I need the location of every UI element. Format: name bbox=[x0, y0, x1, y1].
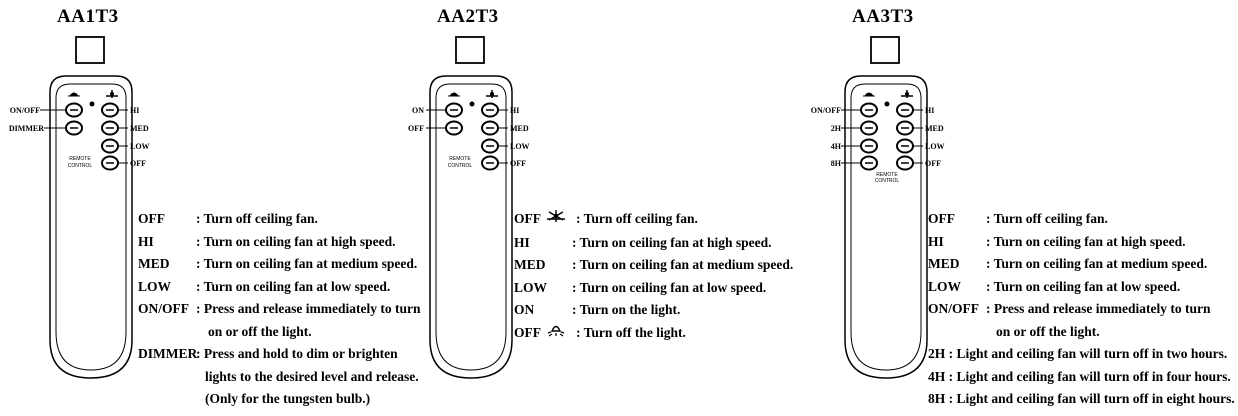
remote-diagram: REMOTE CONTROL ON/OFF DIMMER HI MED LOW … bbox=[9, 36, 150, 379]
list-item: OFF : Turn off the light. bbox=[514, 322, 793, 346]
indicator-dot bbox=[884, 101, 890, 107]
list-item: HI: Turn on ceiling fan at high speed. bbox=[138, 233, 396, 249]
list-item: MED: Turn on ceiling fan at medium speed… bbox=[928, 256, 1208, 271]
button-off[interactable] bbox=[896, 155, 923, 171]
remote-body bbox=[844, 75, 928, 379]
light-icon bbox=[68, 92, 80, 97]
fan-icon bbox=[106, 90, 118, 98]
list-item: 4H : Light and ceiling fan will turn off… bbox=[928, 368, 1231, 384]
list-item: ON/OFF: Press and release immediately to… bbox=[138, 301, 421, 316]
list-item: on or off the light. bbox=[996, 323, 1100, 339]
list-item: ON/OFF: Press and release immediately to… bbox=[928, 301, 1211, 316]
label-off: OFF bbox=[925, 159, 941, 168]
list-item: ON: Turn on the light. bbox=[514, 302, 681, 317]
remote-diagram: REMOTE CONTROL ON/OFF 2H 4H 8H HI MED LO… bbox=[811, 36, 945, 379]
button-on[interactable] bbox=[426, 102, 463, 118]
button-low[interactable] bbox=[481, 138, 508, 154]
label-hi: HI bbox=[510, 106, 519, 115]
list-item: LOW: Turn on ceiling fan at low speed. bbox=[928, 278, 1181, 294]
indicator-dot bbox=[469, 101, 475, 107]
label-off: OFF bbox=[130, 159, 146, 168]
list-item: OFF: Turn off ceiling fan. bbox=[928, 211, 1108, 226]
label-dimmer: DIMMER bbox=[9, 124, 44, 133]
button-on-off[interactable] bbox=[40, 102, 83, 118]
label-on: ON bbox=[412, 106, 424, 115]
label-8h: 8H bbox=[831, 159, 842, 168]
button-dimmer[interactable] bbox=[44, 120, 83, 136]
remote-body bbox=[49, 75, 133, 379]
light-bulb-icon bbox=[544, 322, 574, 346]
button-off[interactable] bbox=[101, 155, 128, 171]
panel-aa3t3: AA3T3 REMOTE CONTROL ON/OFF 2H 4H 8H HI … bbox=[795, 0, 1238, 416]
list-item: HI: Turn on ceiling fan at high speed. bbox=[514, 234, 772, 250]
label-med: MED bbox=[510, 124, 529, 133]
instructions: OFF: Turn off ceiling fan. HI: Turn on c… bbox=[928, 208, 1235, 411]
receiver-box bbox=[75, 36, 105, 64]
list-item: LOW: Turn on ceiling fan at low speed. bbox=[514, 279, 767, 295]
list-item: on or off the light. bbox=[208, 323, 312, 339]
list-item: (Only for the tungsten bulb.) bbox=[205, 391, 371, 406]
button-low[interactable] bbox=[101, 138, 128, 154]
button-hi[interactable] bbox=[481, 102, 508, 118]
model-title: AA3T3 bbox=[852, 6, 914, 27]
list-item: DIMMER: Press and hold to dim or brighte… bbox=[138, 346, 398, 361]
label-light-off: OFF bbox=[408, 124, 424, 133]
receiver-box bbox=[870, 36, 900, 64]
label-off: OFF bbox=[510, 159, 526, 168]
fan-icon bbox=[486, 90, 498, 98]
label-on-off: ON/OFF bbox=[10, 106, 40, 115]
panel-aa1t3: AA1T3 REMOTE CONTROL ON/OFF DIMMER HI ME… bbox=[0, 0, 421, 416]
list-item: MED: Turn on ceiling fan at medium speed… bbox=[138, 256, 418, 271]
list-item: 2H : Light and ceiling fan will turn off… bbox=[928, 346, 1228, 361]
button-2h[interactable] bbox=[841, 120, 878, 136]
fan-icon bbox=[544, 208, 574, 232]
label-on-off: ON/OFF bbox=[811, 106, 841, 115]
instructions: OFF : Turn off ceiling fan. HI: Turn on … bbox=[514, 208, 793, 345]
receiver-box bbox=[455, 36, 485, 64]
remote-text: CONTROL bbox=[448, 163, 473, 169]
model-title: AA1T3 bbox=[57, 6, 119, 27]
remote-text: REMOTE bbox=[876, 172, 898, 178]
light-icon bbox=[863, 92, 875, 97]
button-med[interactable] bbox=[896, 120, 923, 136]
button-light-off[interactable] bbox=[426, 120, 463, 136]
remote-text: CONTROL bbox=[68, 163, 93, 169]
button-4h[interactable] bbox=[841, 138, 878, 154]
remote-diagram: REMOTE CONTROL ON OFF HI MED LOW OFF bbox=[408, 36, 530, 379]
list-item: MED: Turn on ceiling fan at medium speed… bbox=[514, 257, 794, 272]
label-2h: 2H bbox=[831, 124, 842, 133]
fan-icon bbox=[901, 90, 913, 98]
remote-body bbox=[429, 75, 513, 379]
list-item: OFF : Turn off ceiling fan. bbox=[514, 208, 793, 232]
list-item: 8H : Light and ceiling fan will turn off… bbox=[928, 391, 1235, 406]
label-hi: HI bbox=[925, 106, 934, 115]
remote-text: REMOTE bbox=[69, 156, 91, 162]
button-med[interactable] bbox=[481, 120, 508, 136]
label-low: LOW bbox=[925, 142, 945, 151]
model-title: AA2T3 bbox=[437, 6, 499, 27]
button-hi[interactable] bbox=[896, 102, 923, 118]
list-item: HI: Turn on ceiling fan at high speed. bbox=[928, 233, 1186, 249]
button-med[interactable] bbox=[101, 120, 128, 136]
remote-text: REMOTE bbox=[449, 156, 471, 162]
label-low: LOW bbox=[510, 142, 530, 151]
list-item: LOW: Turn on ceiling fan at low speed. bbox=[138, 278, 391, 294]
list-item: OFF: Turn off ceiling fan. bbox=[138, 211, 318, 226]
panel-aa2t3: AA2T3 REMOTE CONTROL ON OFF HI MED LOW O… bbox=[380, 0, 820, 416]
list-item: lights to the desired level and release. bbox=[205, 368, 419, 384]
button-on-off[interactable] bbox=[841, 102, 878, 118]
button-hi[interactable] bbox=[101, 102, 128, 118]
button-off[interactable] bbox=[481, 155, 508, 171]
label-med: MED bbox=[925, 124, 944, 133]
remote-text: CONTROL bbox=[875, 178, 900, 184]
label-hi: HI bbox=[130, 106, 139, 115]
label-med: MED bbox=[130, 124, 149, 133]
light-icon bbox=[448, 92, 460, 97]
button-8h[interactable] bbox=[841, 155, 878, 171]
label-low: LOW bbox=[130, 142, 150, 151]
indicator-dot bbox=[89, 101, 95, 107]
button-low[interactable] bbox=[896, 138, 923, 154]
instructions: OFF: Turn off ceiling fan. HI: Turn on c… bbox=[138, 208, 420, 411]
label-4h: 4H bbox=[831, 142, 842, 151]
